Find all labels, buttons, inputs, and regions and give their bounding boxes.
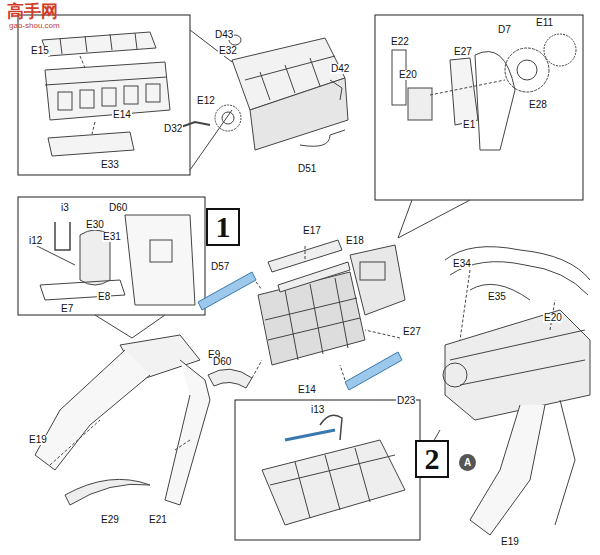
part-number: E14 bbox=[112, 110, 132, 120]
part-number: E33 bbox=[100, 160, 120, 170]
watermark: gao-shou.com bbox=[8, 22, 61, 30]
part-number: E14 bbox=[297, 385, 317, 395]
part-number: i3 bbox=[60, 203, 70, 213]
part-number: E21 bbox=[148, 515, 168, 525]
part-number: D57 bbox=[210, 262, 230, 272]
part-number: E32 bbox=[218, 46, 238, 56]
part-number: E19 bbox=[28, 435, 48, 445]
part-number: E28 bbox=[528, 100, 548, 110]
marker-letter: A bbox=[464, 457, 471, 468]
part-number: D60 bbox=[212, 357, 232, 367]
part-number: E22 bbox=[390, 37, 410, 47]
part-number: D42 bbox=[330, 64, 350, 74]
step-number-box: 2 bbox=[415, 440, 449, 478]
part-number: E27 bbox=[453, 47, 473, 57]
part-number: D60 bbox=[108, 203, 128, 213]
part-number: E20 bbox=[398, 70, 418, 80]
part-number: E7 bbox=[60, 304, 74, 314]
sub-step-marker: A bbox=[459, 454, 476, 471]
watermark: 高手网 bbox=[6, 3, 59, 20]
part-number: E20 bbox=[543, 313, 563, 323]
part-number: E34 bbox=[452, 259, 472, 269]
part-number: D51 bbox=[297, 164, 317, 174]
part-number: E30 bbox=[85, 220, 105, 230]
part-number: D23 bbox=[396, 396, 416, 406]
part-number: E15 bbox=[30, 46, 50, 56]
part-number: E19 bbox=[500, 537, 520, 547]
step-number: 2 bbox=[425, 442, 440, 476]
part-number: D43 bbox=[214, 30, 234, 40]
step-number: 1 bbox=[216, 210, 231, 244]
part-number: E31 bbox=[102, 232, 122, 242]
step-number-box: 1 bbox=[206, 208, 240, 246]
part-number: D32 bbox=[163, 124, 183, 134]
part-number: E29 bbox=[100, 515, 120, 525]
part-number: D7 bbox=[497, 25, 512, 35]
part-number: E35 bbox=[487, 292, 507, 302]
part-number: E1 bbox=[462, 120, 476, 130]
part-number: E17 bbox=[302, 226, 322, 236]
part-number: E27 bbox=[402, 327, 422, 337]
part-number: E8 bbox=[97, 292, 111, 302]
part-number: E12 bbox=[196, 96, 216, 106]
part-number: i12 bbox=[28, 236, 43, 246]
part-number: i13 bbox=[310, 405, 325, 415]
part-number: E18 bbox=[345, 236, 365, 246]
part-number: E11 bbox=[535, 18, 554, 28]
